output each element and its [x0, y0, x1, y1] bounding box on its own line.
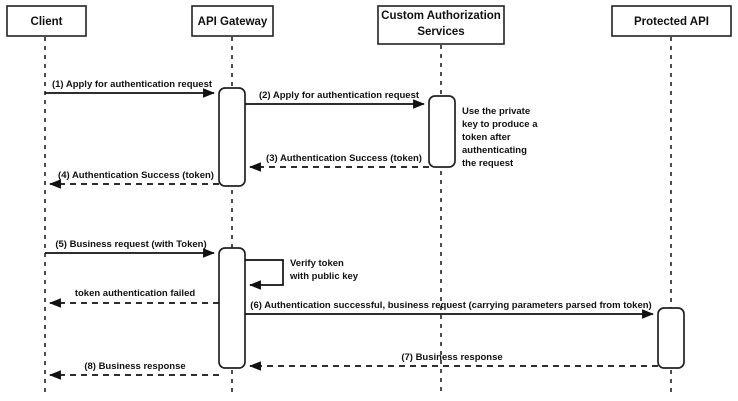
message-2[interactable]: (2) Apply for authentication request: [245, 90, 425, 109]
message-4-label: (4) Authentication Success (token): [58, 170, 214, 181]
participant-label-protapi: Protected API: [634, 16, 709, 28]
message-self-verify-arrow: [245, 259, 284, 290]
activation-gateway-business: [218, 247, 246, 369]
activation-authsvc: [428, 95, 456, 168]
participant-label-authsvc-line1: Custom Authorization: [381, 10, 501, 22]
message-6-label: (6) Authentication successful, business …: [250, 300, 651, 311]
message-7[interactable]: (7) Business response: [249, 352, 658, 371]
message-6[interactable]: (6) Authentication successful, business …: [245, 300, 654, 319]
message-5-label: (5) Business request (with Token): [55, 239, 206, 250]
participant-protapi[interactable]: Protected API: [611, 5, 732, 37]
participant-client[interactable]: Client: [6, 5, 87, 37]
participant-label-gateway: API Gateway: [198, 16, 268, 28]
message-2-label: (2) Apply for authentication request: [259, 90, 420, 101]
message-5[interactable]: (5) Business request (with Token): [45, 239, 215, 258]
note-private-key: Use the private key to produce a token a…: [462, 106, 538, 169]
message-7-label: (7) Business response: [401, 352, 502, 363]
activation-bars: [218, 87, 685, 369]
note-private-key-line-5: the request: [462, 158, 514, 169]
message-self-verify-label-line2: with public key: [289, 271, 359, 282]
message-self-verify[interactable]: Verify token with public key: [245, 258, 359, 290]
message-self-verify-label-line1: Verify token: [290, 258, 344, 269]
message-token-auth-failed-label: token authentication failed: [75, 288, 196, 299]
message-token-auth-failed[interactable]: token authentication failed: [49, 288, 219, 308]
participant-label-authsvc-line2: Services: [417, 26, 464, 38]
participant-label-client: Client: [31, 16, 63, 28]
participant-box-authsvc[interactable]: [377, 5, 505, 45]
note-private-key-line-4: authenticating: [462, 145, 527, 156]
message-3[interactable]: (3) Authentication Success (token): [249, 153, 429, 172]
message-3-label: (3) Authentication Success (token): [266, 153, 422, 164]
participant-gateway[interactable]: API Gateway: [191, 5, 274, 37]
message-8[interactable]: (8) Business response: [49, 361, 219, 380]
note-private-key-line-1: Use the private: [462, 106, 530, 117]
message-1[interactable]: (1) Apply for authentication request: [45, 79, 215, 98]
note-private-key-line-3: token after: [462, 132, 511, 143]
activation-gateway-auth: [218, 87, 246, 187]
participant-box-client[interactable]: [6, 5, 87, 37]
participant-authsvc[interactable]: Custom Authorization Services: [377, 5, 505, 45]
message-1-label: (1) Apply for authentication request: [52, 79, 213, 90]
message-4[interactable]: (4) Authentication Success (token): [49, 170, 219, 189]
participant-box-protapi[interactable]: [611, 5, 732, 37]
message-8-label: (8) Business response: [84, 361, 185, 372]
note-private-key-line-2: key to produce a: [462, 119, 538, 130]
participant-box-gateway[interactable]: [191, 5, 274, 37]
activation-protapi: [657, 307, 685, 369]
